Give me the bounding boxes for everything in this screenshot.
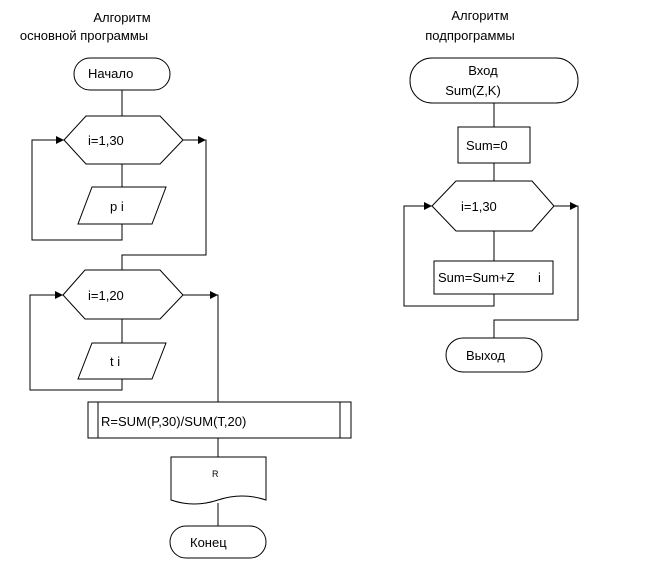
main-loop2-exit-arrow <box>210 291 218 299</box>
sub-loop-label: i=1,30 <box>461 199 497 214</box>
main-input1-parallelogram <box>77 186 167 225</box>
sub-title-line2: подпрограммы <box>425 28 515 43</box>
main-input2-label: t i <box>110 354 120 369</box>
main-loop1-return-line <box>31 139 123 241</box>
main-input1-label: p i <box>110 199 124 214</box>
main-process-label: R=SUM(P,30)/SUM(T,20) <box>101 414 246 429</box>
main-loop2-return-line <box>29 294 123 391</box>
main-title-line1: Алгоритм <box>93 10 150 25</box>
sub-accum-box <box>433 260 554 295</box>
main-start-label: Начало <box>88 66 133 81</box>
sub-entry-label-line2: Sum(Z,K) <box>445 83 501 98</box>
sub-entry-label-line1: Вход <box>468 63 498 78</box>
main-output-document <box>170 456 267 505</box>
main-loop2-label: i=1,20 <box>88 288 124 303</box>
main-loop1-label: i=1,30 <box>88 133 124 148</box>
main-loop1-exit-arrow <box>198 136 206 144</box>
main-process-box <box>87 401 352 439</box>
sub-accum-index: i <box>538 270 541 285</box>
sub-init-label: Sum=0 <box>466 138 508 153</box>
main-end-label: Конец <box>190 535 227 550</box>
main-loop1-return-arrow <box>56 136 64 144</box>
main-loop2-exit-line <box>183 294 219 402</box>
sub-title-line1: Алгоритм <box>451 8 508 23</box>
sub-exit-label: Выход <box>466 348 505 363</box>
main-output-label: R <box>212 469 219 479</box>
main-input2-parallelogram <box>77 342 167 380</box>
sub-loop-return-arrow <box>424 202 432 210</box>
main-title-line2: основной программы <box>20 28 148 43</box>
sub-exit-terminator <box>445 337 543 373</box>
main-loop2-return-arrow <box>55 291 63 299</box>
sub-accum-label: Sum=Sum+Z <box>438 270 515 285</box>
main-end-terminator <box>169 525 267 559</box>
sub-loop-return-line <box>403 205 495 307</box>
sub-loop-exit-arrow <box>570 202 578 210</box>
